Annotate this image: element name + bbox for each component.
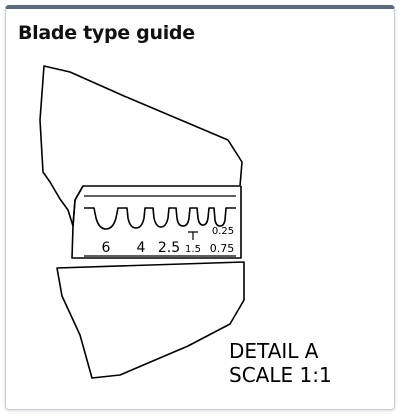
marker-tick	[188, 231, 198, 240]
detail-line-2: SCALE 1:1	[229, 363, 332, 387]
small-label-top: 0.25	[212, 226, 234, 237]
detail-line-1: DETAIL A	[229, 339, 319, 363]
card-title: Blade type guide	[18, 22, 195, 44]
slot-label-4: 4	[137, 240, 146, 256]
upper-jaw	[39, 65, 243, 227]
lower-jaw	[56, 261, 245, 379]
slot-label-2-5: 2.5	[158, 240, 180, 256]
crimp-slots	[84, 207, 236, 230]
slot-label-6: 6	[102, 240, 111, 256]
die-body	[71, 185, 242, 259]
slot-label-1-5: 1.5	[185, 244, 201, 255]
small-label-bottom: 0.75	[210, 242, 235, 255]
